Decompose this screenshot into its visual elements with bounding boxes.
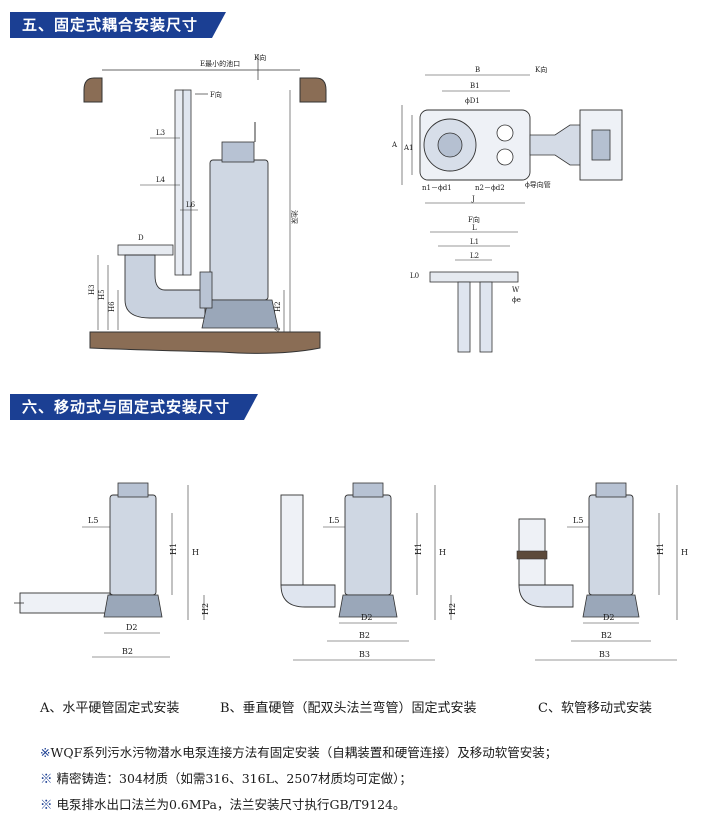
label-k-dir: K向: [254, 53, 266, 62]
note-3-mark: ※: [40, 797, 53, 812]
fview-rail-left: [457, 281, 471, 353]
note-3: ※ 电泵排水出口法兰为0.6MPa，法兰安装尺寸执行GB/T9124。: [40, 794, 406, 813]
a-label-h: H: [192, 548, 199, 557]
plan-label-n1: n1－ϕd1: [422, 184, 452, 192]
right-top-slab: [299, 77, 327, 103]
caption-b: B、垂直硬管（配双头法兰弯管）固定式安装: [220, 701, 477, 716]
label-d: D: [138, 234, 144, 242]
pit-floor: [89, 331, 321, 354]
coupling-f-view-drawing: F向 L L1 L2 L0 W ϕe: [410, 215, 521, 353]
b-elbow: [280, 584, 336, 608]
b-label-h1: H1: [414, 543, 423, 555]
note-2: ※ 精密铸造：304材质（如需316、316L、2507材质均可定做）；: [40, 768, 412, 787]
c-label-d2: D2: [603, 613, 615, 622]
label-f-dir: F向: [210, 90, 222, 99]
section6-title: 六、移动式与固定式安装尺寸: [10, 394, 259, 420]
fview-label-l1: L1: [470, 238, 479, 246]
b-label-h: H: [439, 548, 446, 557]
plan-label-b: B: [475, 66, 480, 74]
c-label-b2: B2: [601, 631, 612, 640]
install-drawing-a: L5 H H1 H2 D2 B2: [14, 482, 210, 658]
pump-strainer: [201, 299, 279, 329]
pump-motor-body: [209, 159, 269, 301]
coupling-elevation-drawing: E最小的池口 K向 F向 L3 L4 L6 D 池深 H2 H4 H3 H5 H…: [83, 53, 327, 354]
c-label-l5: L5: [573, 516, 583, 525]
plan-label-a: A: [391, 141, 398, 149]
b-label-l5: L5: [329, 516, 339, 525]
note-1-mark: ※: [40, 745, 51, 760]
c-label-h: H: [681, 548, 688, 557]
c-elbow: [518, 584, 574, 608]
coupling-plan-drawing: B K向 B1 ϕD1 A A1 n1－ϕd1 n2－ϕd2 ϕ导向管 J: [391, 65, 623, 204]
a-pump-body: [109, 494, 157, 596]
fview-rail-right: [479, 281, 493, 353]
pump-top-cap: [221, 141, 255, 163]
c-pump-body: [588, 494, 634, 596]
label-l6: L6: [186, 201, 196, 209]
plan-label-b1: B1: [470, 82, 480, 90]
fview-label-phi-e: ϕe: [512, 296, 521, 304]
label-e-min: E最小的池口: [200, 59, 240, 68]
note-2-mark: ※: [40, 771, 53, 786]
plan-label-j: J: [471, 195, 475, 203]
note-2-text: 精密铸造：304材质（如需316、316L、2507材质均可定做）；: [52, 771, 412, 786]
b-label-b3: B3: [359, 650, 370, 659]
label-h2: H2: [274, 301, 282, 312]
b-label-d2: D2: [361, 613, 373, 622]
label-h5: H5: [98, 289, 106, 300]
b-label-b2: B2: [359, 631, 370, 640]
a-label-h1: H1: [169, 543, 178, 555]
base-flange: [117, 244, 174, 256]
label-h6: H6: [108, 301, 116, 312]
c-label-b3: B3: [599, 650, 610, 659]
a-label-h2: H2: [201, 603, 210, 615]
left-top-slab: [83, 77, 103, 103]
b-vertical-pipe: [280, 494, 304, 586]
a-pump-strainer: [103, 594, 163, 618]
label-h3: H3: [88, 284, 96, 295]
fview-label-w: W: [512, 286, 520, 294]
fview-label-l2: L2: [470, 252, 479, 260]
coupling-elbow: [124, 254, 206, 319]
caption-a: A、水平硬管固定式安装: [40, 701, 180, 716]
plan-label-phi-d1: ϕD1: [465, 97, 480, 105]
install-drawing-b: L5 H H1 H2 D2 B2 B3: [280, 482, 457, 661]
section5-title: 五、固定式耦合安装尺寸: [10, 12, 227, 38]
note-1: ※WQF系列污水污物潜水电泵连接方法有固定安装（自耦装置和硬管连接）及移动软管安…: [40, 742, 557, 761]
fview-bracket: [429, 271, 519, 283]
b-pump-strainer: [338, 594, 398, 618]
b-pump-body: [344, 494, 392, 596]
label-pool-depth: 池深: [290, 210, 299, 224]
label-l4: L4: [156, 176, 166, 184]
fview-label-l0: L0: [410, 272, 419, 280]
fview-label-l: L: [472, 224, 477, 232]
note-3-text: 电泵排水出口法兰为0.6MPa，法兰安装尺寸执行GB/T9124。: [52, 797, 406, 812]
label-l3: L3: [156, 129, 165, 137]
plan-label-a1: A1: [403, 144, 414, 152]
c-label-h1: H1: [656, 543, 665, 555]
b-label-h2: H2: [448, 603, 457, 615]
a-label-l5: L5: [88, 516, 98, 525]
a-horizontal-pipe: [19, 592, 111, 614]
plan-label-guide: ϕ导向管: [525, 180, 551, 189]
guide-rail-right: [182, 89, 192, 276]
plan-discharge-elbow: [529, 124, 586, 166]
plan-label-n2: n2－ϕd2: [475, 184, 505, 192]
note-1-text: WQF系列污水污物潜水电泵连接方法有固定安装（自耦装置和硬管连接）及移动软管安装…: [50, 745, 558, 760]
install-drawing-c: L5 H H1 D2 B2 B3: [516, 482, 688, 661]
guide-rail-left: [174, 89, 184, 276]
caption-c: C、软管移动式安装: [538, 701, 652, 716]
a-label-b2: B2: [122, 647, 133, 656]
a-label-d2: D2: [126, 623, 138, 632]
c-pump-strainer: [582, 594, 640, 618]
plan-label-k: K向: [535, 65, 547, 74]
fview-label-title: F向: [468, 215, 480, 224]
